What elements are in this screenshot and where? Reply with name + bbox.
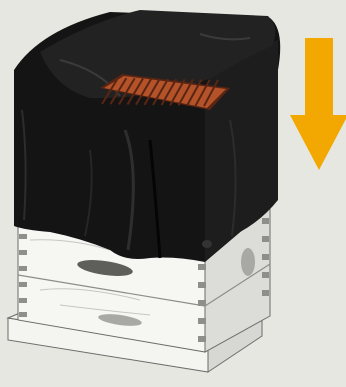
- arrow-down-icon: [290, 38, 346, 170]
- cover-sheet: [14, 10, 280, 262]
